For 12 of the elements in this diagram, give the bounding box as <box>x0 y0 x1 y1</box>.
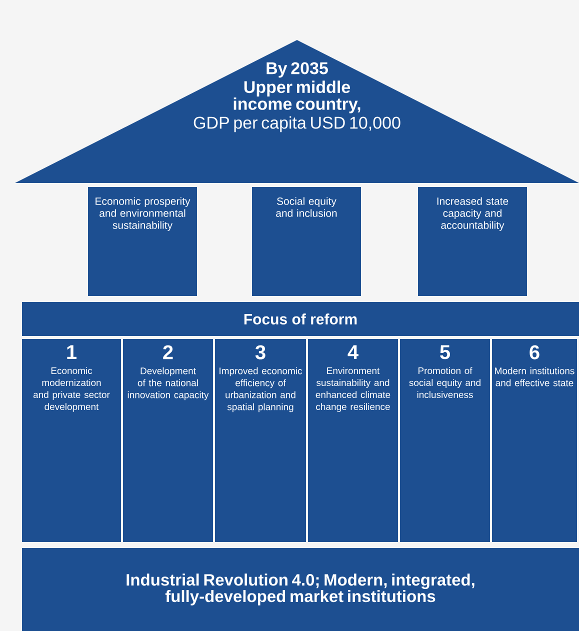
pillar-box: Social equity and inclusion <box>252 187 361 296</box>
reform-column: 1 Economic modernization and private sector development <box>22 339 121 542</box>
reform-column: 6 Modern institutions and effective state <box>492 339 577 542</box>
reform-column: 2 Development of the national innovation capacity <box>123 339 213 542</box>
pillar-box: Economic prosperity and environmental sustainability <box>88 187 197 296</box>
pillar-box: Increased state capacity and accountability <box>418 187 527 296</box>
reform-column: 4 Environment sustainability and enhanced climate change resilience <box>308 339 398 542</box>
roof-triangle: By 2035 Upper middle income country, GDP per capita USD 10,000 <box>15 40 579 183</box>
reform-column: 5 Promotion of social equity and inclusiveness <box>400 339 490 542</box>
reform-column: 3 Improved economic efficiency of urbanization and spatial planning <box>215 339 306 542</box>
foundation-band: Industrial Revolution 4.0; Modern, integrated, fully-developed market institutions <box>22 548 579 631</box>
heading-band: Focus of reform <box>22 302 579 336</box>
